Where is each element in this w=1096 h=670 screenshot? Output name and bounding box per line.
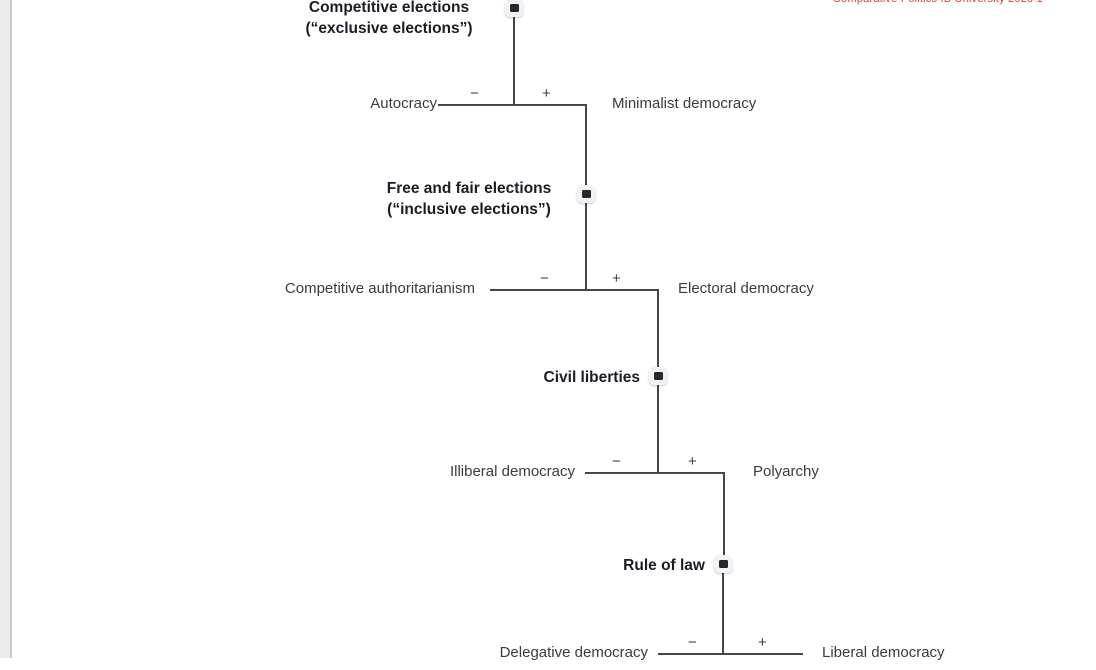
- connector-line: [723, 472, 725, 556]
- criterion-label-line1: Competitive elections: [308, 0, 470, 16]
- outcome-delegative-democracy: Delegative democracy: [499, 644, 648, 661]
- criterion-label-line2: (“exclusive elections”): [305, 20, 473, 37]
- collapsed-bullet-icon: [653, 372, 663, 380]
- collapsed-bullet-icon: [581, 190, 591, 198]
- outcome-electoral-democracy: Electoral democracy: [678, 280, 814, 297]
- outcome-liberal-democracy: Liberal democracy: [822, 644, 945, 661]
- connector-line: [513, 17, 515, 105]
- plus-sign: +: [612, 270, 621, 287]
- plus-sign: +: [542, 85, 551, 102]
- connector-line: [657, 385, 659, 473]
- criterion-label-line2: (“inclusive elections”): [387, 201, 551, 218]
- plus-sign: +: [758, 634, 767, 651]
- collapsed-bullet-icon: [509, 4, 519, 12]
- criterion-label-line1: Free and fair elections: [386, 180, 552, 197]
- criterion-rule-of-law: Rule of law: [623, 557, 705, 574]
- left-pane-edge: [0, 0, 12, 658]
- outcome-polyarchy: Polyarchy: [753, 463, 819, 480]
- criterion-free-fair-elections: Free and fair elections (“inclusive elec…: [369, 178, 569, 220]
- header-note: Comparative Politics IB University 2020 …: [833, 0, 1043, 5]
- minus-sign: −: [540, 270, 549, 287]
- criterion-competitive-elections: Competitive elections (“exclusive electi…: [278, 0, 500, 39]
- minus-sign: −: [688, 634, 697, 651]
- minus-sign: −: [612, 453, 621, 470]
- plus-sign: +: [688, 453, 697, 470]
- outcome-competitive-authoritarianism: Competitive authoritarianism: [284, 280, 475, 297]
- branch-line: [490, 289, 658, 291]
- outcome-minimalist-democracy: Minimalist democracy: [612, 95, 757, 112]
- connector-line: [722, 573, 724, 654]
- node-handle-icon[interactable]: [505, 0, 523, 17]
- node-handle-icon[interactable]: [714, 555, 732, 573]
- connector-line: [657, 289, 659, 368]
- node-handle-icon[interactable]: [649, 367, 667, 385]
- branch-line: [585, 472, 725, 474]
- criterion-civil-liberties: Civil liberties: [543, 369, 640, 386]
- outcome-autocracy: Autocracy: [370, 95, 437, 112]
- outcome-illiberal-democracy: Illiberal democracy: [449, 463, 575, 480]
- minus-sign: −: [470, 85, 479, 102]
- collapsed-bullet-icon: [718, 560, 728, 568]
- connector-line: [585, 203, 587, 290]
- connector-line: [585, 104, 587, 186]
- branch-line: [438, 104, 586, 106]
- node-handle-icon[interactable]: [577, 185, 595, 203]
- branch-line: [658, 653, 803, 655]
